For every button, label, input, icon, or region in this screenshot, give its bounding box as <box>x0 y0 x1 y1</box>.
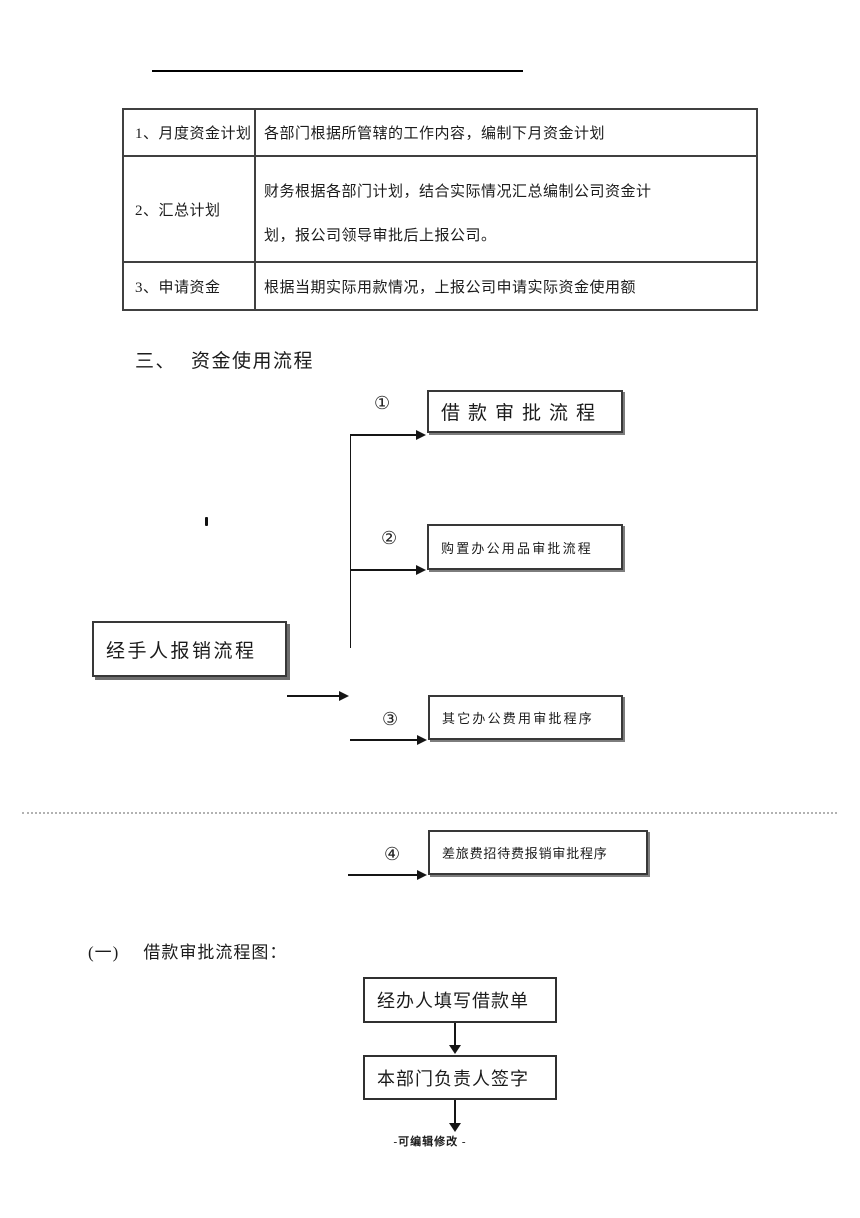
flow-box-office-supplies: 购置办公用品审批流程 <box>427 524 623 570</box>
flow-box-travel-expenses: 差旅费招待费报销审批程序 <box>428 830 648 875</box>
row-content: 根据当期实际用款情况，上报公司申请实际资金使用额 <box>264 279 637 296</box>
arrow-to-branch-3 <box>350 735 427 745</box>
flow-box-handler-reimbursement: 经手人报销流程 <box>92 621 287 677</box>
loan-step-box-fill-form: 经办人填写借款单 <box>363 977 557 1023</box>
section-heading: 三、资金使用流程 <box>135 346 314 373</box>
arrow-down-step-1 <box>449 1023 461 1054</box>
header-rule <box>152 70 523 72</box>
branch-number-4: ④ <box>384 844 401 865</box>
flow-box-label: 购置办公用品审批流程 <box>441 540 594 556</box>
section-title: 资金使用流程 <box>191 351 315 372</box>
page-break-dotted-line <box>22 812 837 814</box>
flow-box-label: 其它办公费用审批程序 <box>442 711 595 726</box>
loan-step-box-dept-head-sign: 本部门负责人签字 <box>363 1055 557 1100</box>
table-row: 3、申请资金 根据当期实际用款情况，上报公司申请实际资金使用额 <box>122 261 758 311</box>
section-number: 三、 <box>135 351 177 372</box>
subsection-number: (一) <box>88 943 120 962</box>
connector-vertical-line <box>350 435 351 648</box>
table-row: 1、月度资金计划 各部门根据所管辖的工作内容，编制下月资金计划 <box>122 108 758 157</box>
arrow-to-branch-1 <box>350 430 426 440</box>
row-content-line: 划，报公司领导审批后上报公司。 <box>264 228 497 244</box>
row-label: 1、月度资金计划 <box>135 126 252 142</box>
branch-number-2: ② <box>381 528 398 549</box>
footer-note: -可编辑修改 - <box>393 1136 467 1148</box>
row-label: 3、申请资金 <box>135 279 221 296</box>
subsection-title: 借款审批流程图： <box>143 943 288 962</box>
arrow-from-source-box <box>287 691 349 701</box>
row-content: 各部门根据所管辖的工作内容，编制下月资金计划 <box>264 126 606 142</box>
arrow-down-step-2 <box>449 1100 461 1132</box>
fund-plan-table: 1、月度资金计划 各部门根据所管辖的工作内容，编制下月资金计划 2、汇总计划 财… <box>122 108 758 311</box>
row-content-cell: 财务根据各部门计划，结合实际情况汇总编制公司资金计 划，报公司领导审批后上报公司… <box>254 155 758 263</box>
table-row: 2、汇总计划 财务根据各部门计划，结合实际情况汇总编制公司资金计 划，报公司领导… <box>122 155 758 263</box>
row-content-cell: 各部门根据所管辖的工作内容，编制下月资金计划 <box>254 108 758 157</box>
row-content-line: 财务根据各部门计划，结合实际情况汇总编制公司资金计 <box>264 184 652 200</box>
arrow-to-branch-2 <box>350 565 426 575</box>
row-label-cell: 3、申请资金 <box>122 261 256 311</box>
row-label-cell: 2、汇总计划 <box>122 155 256 263</box>
stray-apostrophe-mark <box>205 517 208 526</box>
loan-step-label: 经办人填写借款单 <box>377 991 529 1011</box>
flow-box-other-expenses: 其它办公费用审批程序 <box>428 695 623 740</box>
flow-box-label: 经手人报销流程 <box>106 640 257 662</box>
flow-box-loan-approval: 借款审批流程 <box>427 390 623 433</box>
subsection-heading: (一) 借款审批流程图： <box>88 938 287 963</box>
row-label-cell: 1、月度资金计划 <box>122 108 256 157</box>
row-content-cell: 根据当期实际用款情况，上报公司申请实际资金使用额 <box>254 261 758 311</box>
arrow-to-branch-4 <box>348 870 427 880</box>
loan-step-label: 本部门负责人签字 <box>377 1068 529 1089</box>
branch-number-3: ③ <box>382 709 399 730</box>
flow-box-label: 借款审批流程 <box>441 403 604 424</box>
branch-number-1: ① <box>374 393 391 414</box>
flow-box-label: 差旅费招待费报销审批程序 <box>442 846 608 861</box>
row-label: 2、汇总计划 <box>135 202 221 219</box>
